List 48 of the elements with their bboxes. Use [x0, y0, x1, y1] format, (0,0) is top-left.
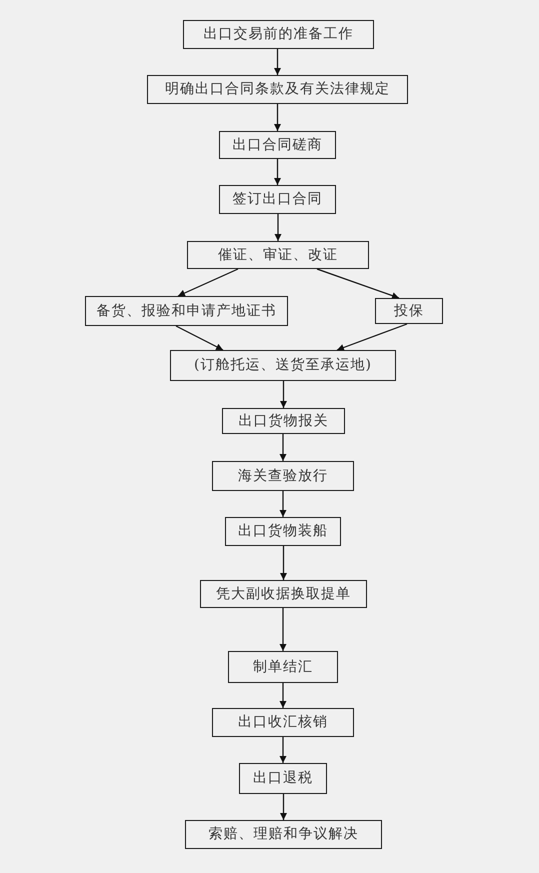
- step-text: 索赔、理赔和争议解决: [208, 826, 358, 843]
- step-text: 制单结汇: [253, 658, 313, 676]
- arrow: [280, 381, 287, 408]
- arrow: [178, 268, 238, 297]
- step-text: 备货、报验和申请产地证书: [96, 302, 276, 320]
- process-box: [183, 20, 374, 49]
- process-box: [85, 296, 288, 326]
- step-text: 投保: [394, 302, 424, 320]
- process-box: [187, 241, 369, 269]
- process-box: [219, 131, 336, 159]
- process-box: [228, 651, 338, 683]
- process-box: [147, 75, 408, 104]
- process-box: [225, 517, 341, 546]
- arrow: [274, 104, 281, 131]
- step-text: 出口退税: [253, 770, 313, 787]
- arrow: [274, 49, 281, 75]
- process-box: [185, 820, 382, 849]
- step-text: 催证、审证、改证: [218, 246, 338, 264]
- step-text: 签订出口合同: [232, 191, 322, 208]
- arrow: [280, 608, 286, 651]
- arrow: [280, 434, 286, 461]
- arrow: [280, 737, 286, 763]
- arrow: [274, 159, 281, 185]
- process-box: [170, 350, 396, 381]
- arrow: [336, 323, 408, 351]
- arrow: [280, 683, 286, 708]
- arrow: [316, 268, 400, 299]
- arrow: [176, 325, 224, 351]
- process-box: [239, 763, 327, 794]
- step-text: 凭大副收据换取提单: [216, 586, 351, 602]
- process-box: [222, 408, 345, 434]
- step-text: 明确出口合同条款及有关法律规定: [165, 81, 390, 98]
- step-text: (订舱托运、送货至承运地): [194, 357, 372, 374]
- arrow: [280, 491, 286, 517]
- arrow: [274, 214, 282, 241]
- step-text: 出口货物装船: [238, 523, 328, 540]
- process-box: [200, 580, 367, 608]
- process-box: [375, 298, 443, 324]
- process-box: [219, 185, 336, 214]
- step-text: 出口收汇核销: [238, 714, 328, 731]
- step-text: 海关查验放行: [238, 468, 328, 484]
- step-text: 出口合同磋商: [232, 136, 322, 154]
- step-text: 出口交易前的准备工作: [204, 26, 354, 43]
- arrow: [280, 546, 287, 580]
- arrow: [280, 794, 287, 820]
- process-box: [212, 708, 354, 737]
- process-box: [212, 461, 354, 491]
- step-text: 出口货物报关: [238, 412, 328, 430]
